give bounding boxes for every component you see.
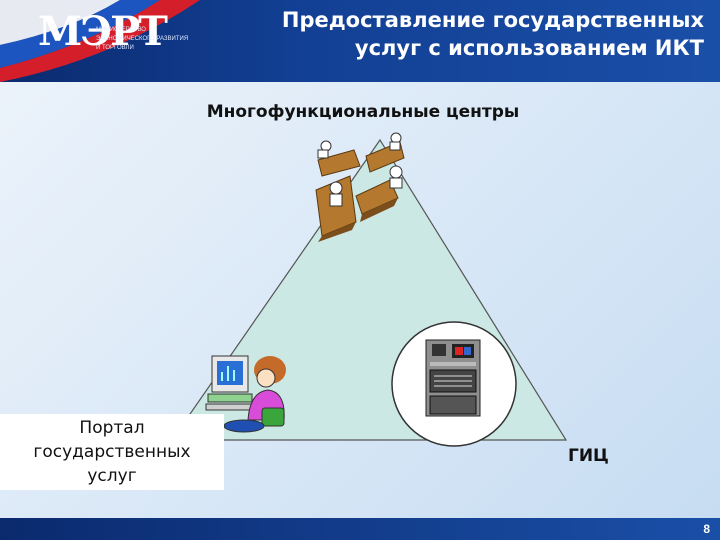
mfc-label: Многофункциональные центры [206,102,520,122]
header-band: МЭРТ МИНИСТЕРСТВО ЭКОНОМИЧЕСКОГО РАЗВИТИ… [0,0,720,82]
server-rack-icon [391,321,517,447]
computer-user-icon [205,355,286,433]
logo-org-name: МИНИСТЕРСТВО ЭКОНОМИЧЕСКОГО РАЗВИТИЯ И Т… [96,26,216,53]
portal-label-line: Портал [79,418,145,438]
logo-mark: МЭРТ [38,8,168,55]
gic-label: ГИЦ [568,446,609,466]
flag-swoosh-icon [0,0,200,82]
page-number: 8 [703,522,710,536]
logo-org-line: МИНИСТЕРСТВО [96,27,146,33]
portal-label: Портал государственных услуг [0,414,224,490]
slide-title-line: услуг с использованием ИКТ [354,36,704,60]
portal-label-line: государственных [33,442,191,462]
portal-label-line: услуг [87,466,137,486]
slide-title-line: Предоставление государственных [281,8,704,32]
logo: МЭРТ МИНИСТЕРСТВО ЭКОНОМИЧЕСКОГО РАЗВИТИ… [38,8,188,55]
slide-title: Предоставление государственных услуг с и… [224,6,704,62]
people-at-desks-icon [315,132,405,242]
footer-bar: 8 [0,518,720,540]
logo-org-line: ЭКОНОМИЧЕСКОГО РАЗВИТИЯ [96,36,189,42]
logo-org-line: И ТОРГОВЛИ [96,45,134,51]
